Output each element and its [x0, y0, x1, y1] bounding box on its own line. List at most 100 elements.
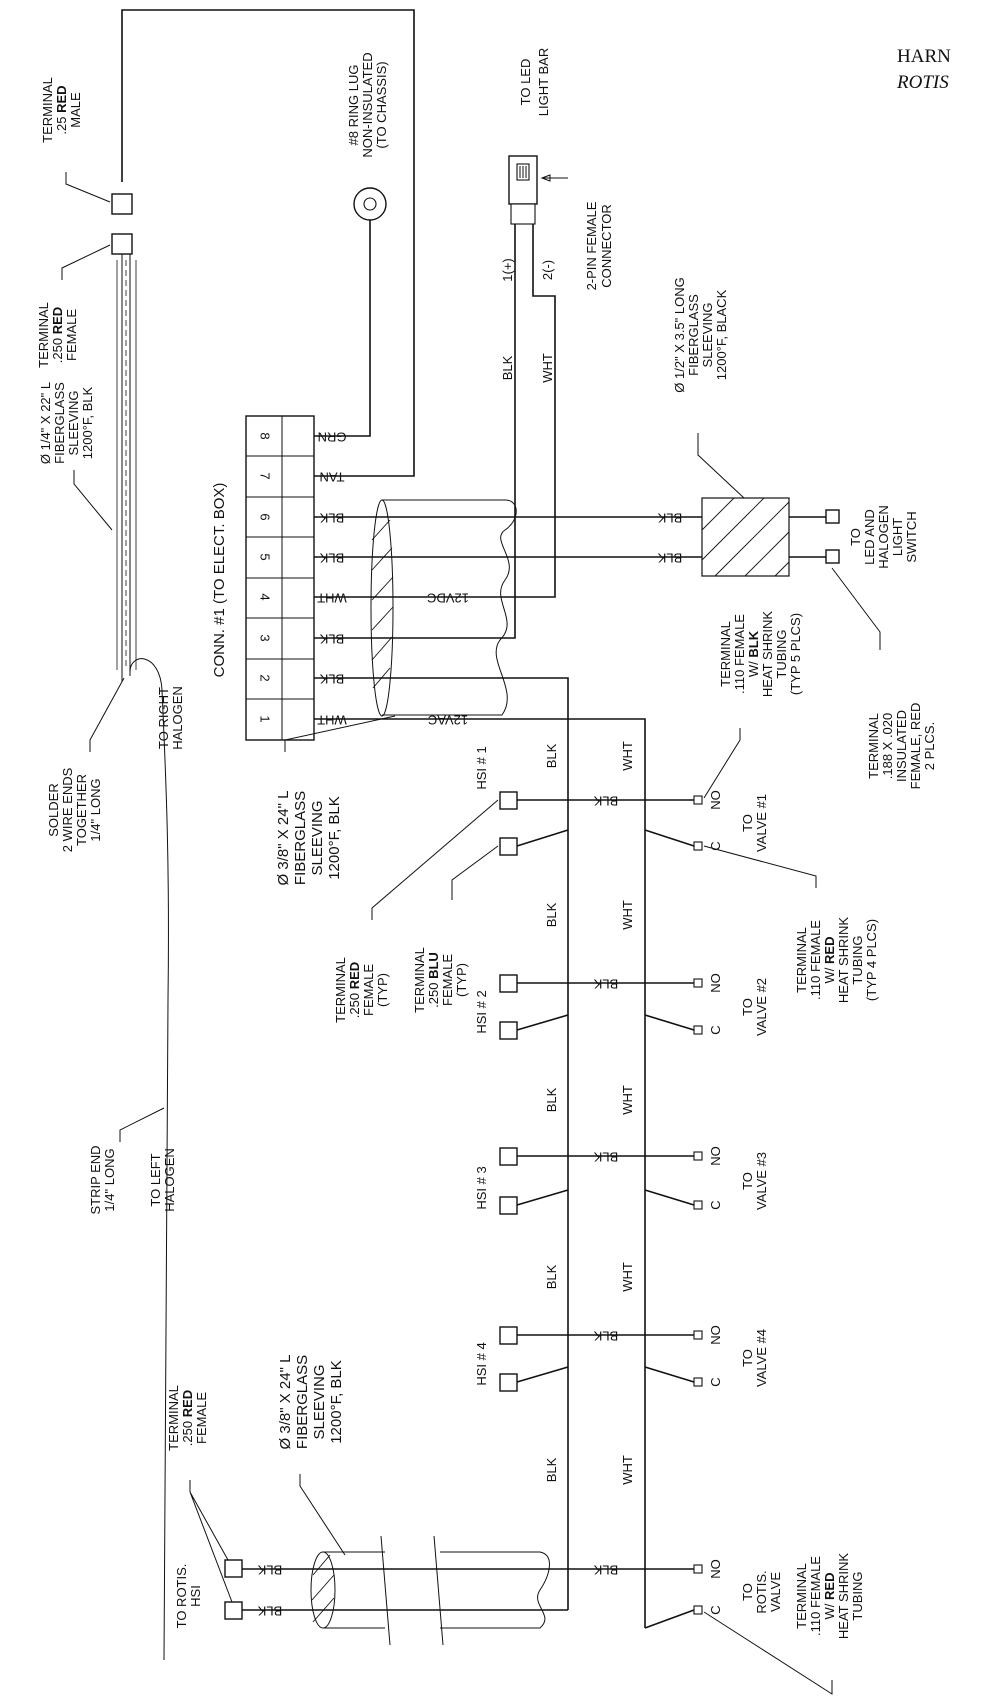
label-line: Ø 1/2" X 3.5" LONG	[672, 277, 687, 392]
branch-blk: BLK	[593, 794, 618, 809]
rotis-sleeve	[310, 1535, 550, 1646]
valve-to: TO	[740, 814, 755, 832]
label-line: .110 FEMALE	[808, 1556, 823, 1636]
label-line: TERMINAL	[412, 947, 427, 1013]
trunk-blk: BLK	[544, 902, 559, 927]
label-line: HSI	[188, 1585, 203, 1607]
connector-pins: 8 7 6 5 4 3 2 1 GRN TAN BLK BLK WHT BLK …	[258, 430, 347, 728]
label-line: TUBING	[774, 629, 789, 678]
label-line: HEAT SHRINK	[760, 611, 775, 698]
label-line: TERMINAL	[718, 621, 733, 687]
label-line: W/ RED	[822, 937, 837, 984]
label-line: FEMALE	[194, 1392, 209, 1444]
valve-pin-labels: NO C NO C NO C NO C NO C	[708, 790, 723, 1614]
label-line: TERMINAL	[794, 1563, 809, 1629]
left-halogen-label: TO LEFT HALOGEN	[148, 1148, 177, 1212]
label-line: (TYP 4 PLCS)	[864, 919, 879, 1001]
rotis-valve-label: TO ROTIS. VALVE	[740, 1570, 783, 1613]
pin-wire: BLK	[319, 632, 344, 647]
label-line: (TO CHASSIS)	[374, 61, 389, 148]
small-sleeve	[701, 497, 790, 577]
label-line: TO LEFT	[148, 1153, 163, 1206]
hsi-terminals	[224, 791, 518, 1620]
term-rotis-label: TERMINAL .250 RED FEMALE	[166, 1385, 209, 1451]
label-line: 2 WIRE ENDS	[60, 767, 75, 852]
wires	[121, 9, 826, 1661]
right-halogen-label: TO RIGHT HALOGEN	[156, 686, 185, 750]
label-line: TUBING	[850, 1571, 865, 1620]
trunk-wht: WHT	[620, 900, 635, 930]
label-line: SLEEVING	[700, 302, 715, 367]
label-12vac: 12VAC	[428, 713, 468, 728]
label-line: #8 RING LUG	[346, 65, 361, 146]
valve-terminals	[693, 795, 703, 1615]
c-label: C	[708, 841, 723, 850]
label-line: 1200°F, BLK	[328, 1360, 345, 1444]
label-line: TO	[848, 528, 863, 546]
label-line: LED AND	[862, 509, 877, 565]
hsi-1-label: HSI # 1	[474, 746, 489, 789]
pin-wire: WHT	[317, 591, 347, 606]
pin-num: 5	[258, 553, 273, 560]
pin-num: 8	[258, 432, 273, 439]
switch-wire-blk: BLK	[657, 551, 682, 566]
label-line: FIBERGLASS	[294, 1355, 311, 1449]
halogen-female-terminal	[111, 233, 133, 255]
led-wht: WHT	[540, 353, 555, 383]
pin-wire: BLK	[319, 551, 344, 566]
trunk-wht: WHT	[620, 1262, 635, 1292]
ring-lug-label: #8 RING LUG NON-INSULATED (TO CHASSIS)	[346, 52, 389, 157]
label-line: VALVE	[768, 1572, 783, 1612]
header-title: HARN	[897, 46, 951, 67]
pin-num: 2	[258, 674, 273, 681]
label-line: FEMALE, RED	[908, 703, 923, 790]
led-conn-2: CONNECTOR	[599, 204, 614, 288]
sleeve-main-label: Ø 3/8" X 24" L FIBERGLASS SLEEVING 1200°…	[275, 791, 343, 886]
label-line: .110 FEMALE	[808, 920, 823, 1000]
branch-blk: BLK	[593, 977, 618, 992]
label-line: .250 RED	[347, 962, 362, 1018]
label-line: .250 BLU	[426, 952, 441, 1008]
label-line: TERMINAL	[866, 713, 881, 779]
pin-num: 7	[258, 472, 273, 479]
label-line: TERMINAL	[166, 1385, 181, 1451]
rotis-blk: BLK	[257, 1563, 282, 1578]
label-line: FEMALE	[440, 954, 455, 1006]
hsi-4-label: HSI # 4	[474, 1342, 489, 1385]
trunk-wht: WHT	[620, 1455, 635, 1485]
label-line: FIBERGLASS	[686, 294, 701, 376]
strip-label: STRIP END 1/4" LONG	[88, 1145, 117, 1214]
label-line: TO RIGHT	[156, 687, 171, 749]
c-label: C	[708, 1605, 723, 1614]
label-12vdc: 12VDC	[427, 591, 469, 606]
label-line: SLEEVING	[66, 390, 81, 455]
label-line: SOLDER	[46, 783, 61, 836]
led-blk: BLK	[500, 355, 515, 380]
label-line: SLEEVING	[311, 1364, 328, 1439]
label-line: W/ RED	[822, 1573, 837, 1620]
label-line: 1/4" LONG	[102, 1148, 117, 1211]
no-label: NO	[708, 790, 723, 810]
switch-terminal-label: TERMINAL .188 X .020 INSULATED FEMALE, R…	[866, 703, 937, 790]
label-line: Ø 3/8" X 24" L	[275, 791, 292, 886]
term-female-l1: TERMINAL	[36, 302, 51, 368]
label-line: 1200°F, BLACK	[714, 289, 729, 380]
connector-title: CONN. #1 (TO ELECT. BOX)	[211, 483, 228, 678]
label-line: 1200°F, BLK	[326, 796, 343, 880]
led-pin-1: 1(+)	[500, 258, 515, 281]
branch-blk: BLK	[593, 1563, 618, 1578]
led-labels: TO LED LIGHT BAR	[518, 48, 551, 116]
valve-4-label: VALVE #4	[754, 1329, 769, 1387]
term-male-l1: TERMINAL	[40, 77, 55, 143]
label-line: (TYP)	[454, 963, 469, 997]
valve-1-label: VALVE #1	[754, 794, 769, 852]
switch-label: TO LED AND HALOGEN LIGHT SWITCH	[848, 505, 919, 569]
no-label: NO	[708, 1146, 723, 1166]
label-line: HEAT SHRINK	[836, 917, 851, 1004]
trunk-blk: BLK	[544, 1087, 559, 1112]
switch-terminal	[825, 509, 840, 524]
led-title-1: TO LED	[518, 59, 533, 106]
pin-wire: WHT	[317, 713, 347, 728]
valve-labels: TO VALVE #1 TO VALVE #2 TO VALVE #3 TO V…	[740, 794, 769, 1387]
pin-wire: GRN	[318, 430, 347, 445]
